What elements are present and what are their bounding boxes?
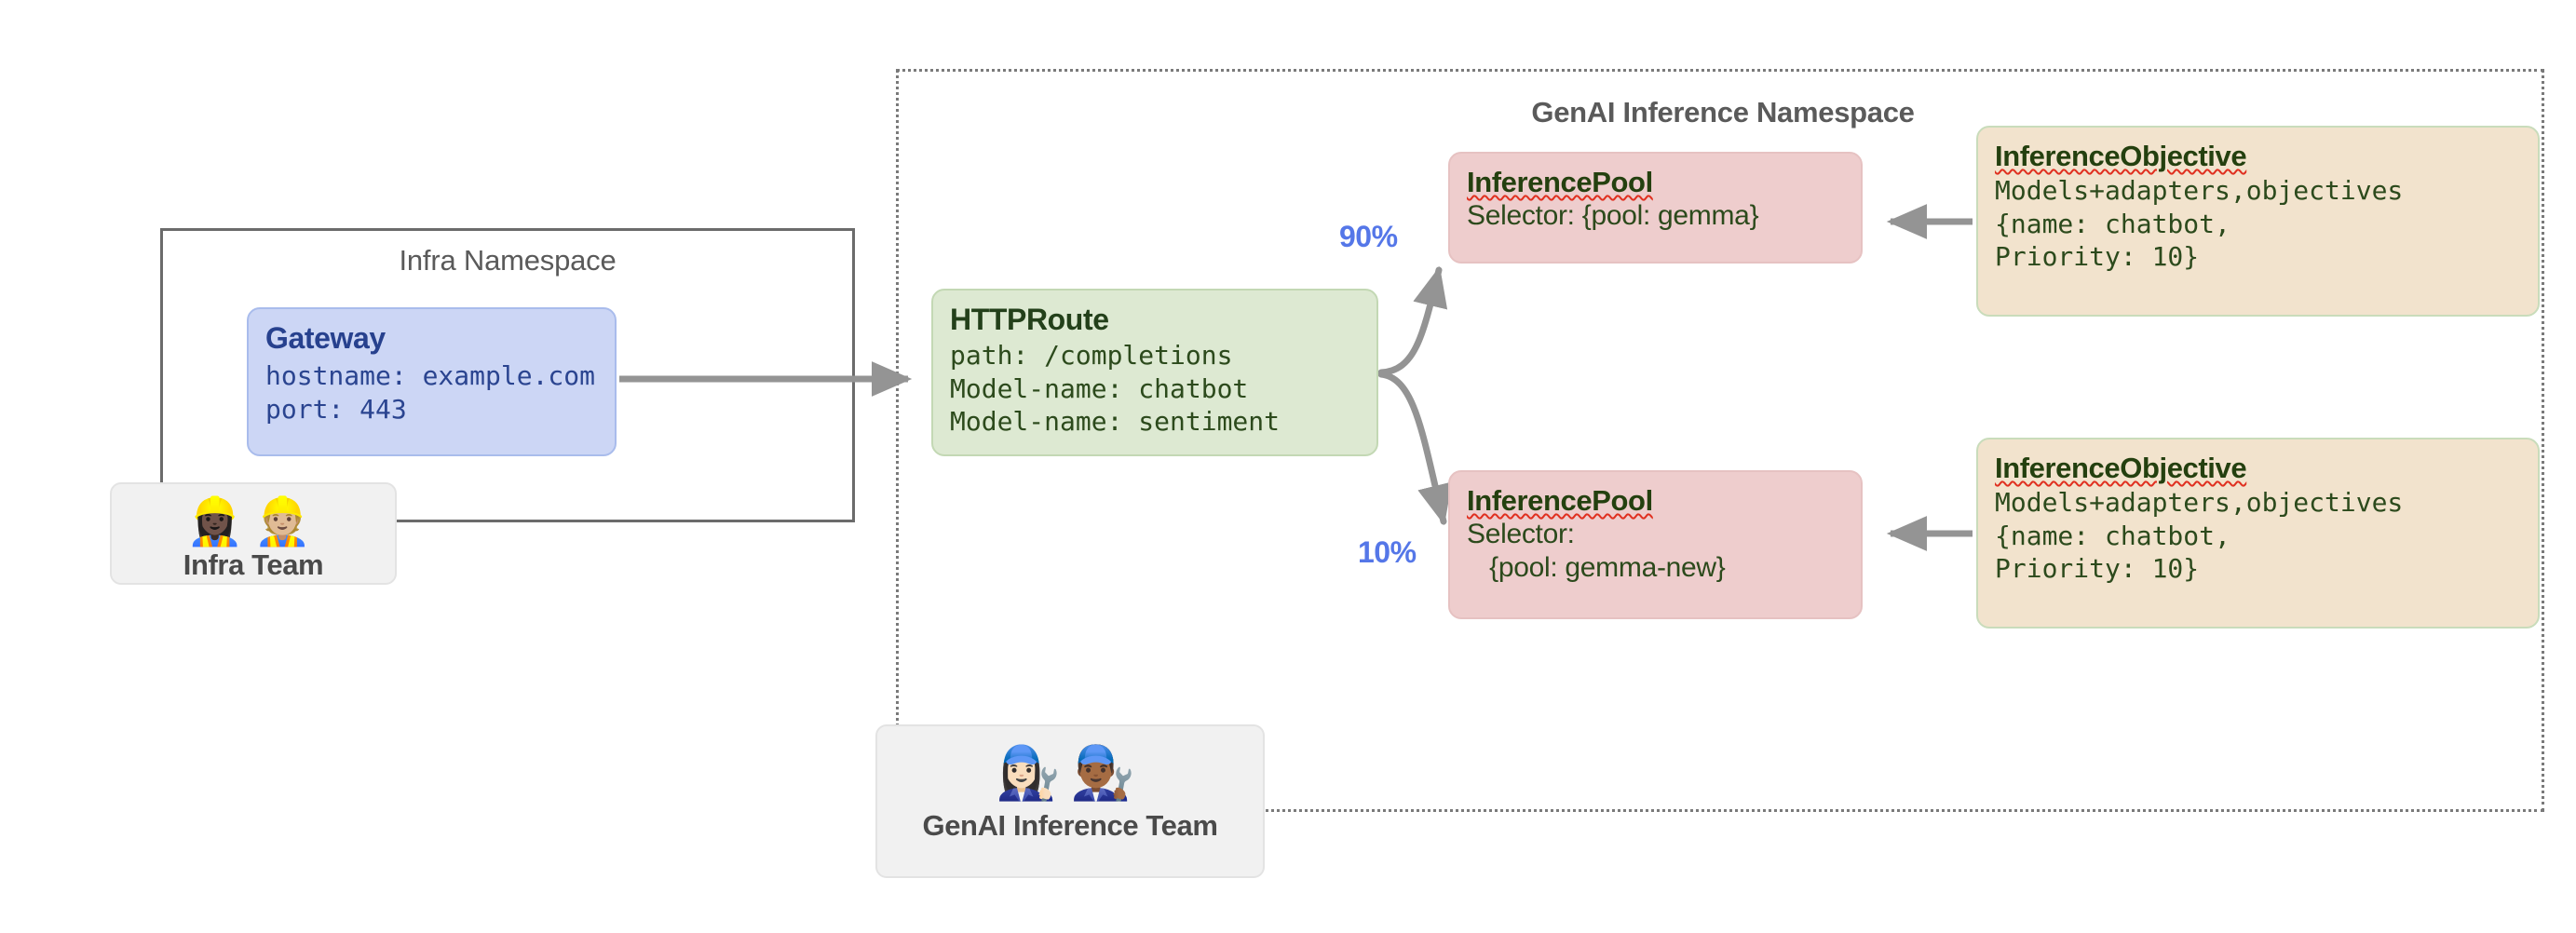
traffic-weight-label-canary: 10%: [1358, 535, 1417, 569]
inference-objective-node-2[interactable]: InferenceObjective Models+adapters,objec…: [1976, 438, 2540, 629]
inference-objective-title: InferenceObjective: [1995, 140, 2521, 173]
inference-objective-models-line: Models+adapters,objectives: [1995, 174, 2404, 206]
infra-namespace-title: Infra Namespace: [399, 244, 617, 277]
httproute-title: HTTPRoute: [950, 303, 1109, 336]
inference-pool-selector: Selector: {pool: gemma}: [1467, 199, 1759, 231]
infra-team-card[interactable]: 👷🏿‍♀️👷🏼 Infra Team: [110, 482, 397, 585]
gateway-hostname: hostname: example.com: [265, 359, 596, 391]
inference-pool-title-text: InferencePool: [1467, 484, 1653, 517]
inference-objective-name-line: {name: chatbot,: [1995, 208, 2230, 239]
inference-objective-priority-line: Priority: 10}: [1995, 553, 2200, 585]
genai-namespace-title: GenAI Inference Namespace: [1531, 96, 1915, 128]
inference-objective-title-text: InferenceObjective: [1995, 452, 2247, 484]
inference-objective-title: InferenceObjective: [1995, 452, 2521, 485]
httproute-node[interactable]: HTTPRoute path: /completions Model-name:…: [931, 289, 1378, 456]
inference-pool-node-gemma[interactable]: InferencePool Selector: {pool: gemma}: [1448, 152, 1863, 264]
inference-pool-selector-value: {pool: gemma-new}: [1467, 552, 1726, 584]
inference-pool-title: InferencePool: [1467, 166, 1844, 199]
inference-objective-name-line: {name: chatbot,: [1995, 520, 2230, 551]
infra-team-label: Infra Team: [183, 548, 324, 581]
httproute-model-name-sentiment: Model-name: sentiment: [950, 406, 1281, 438]
inference-pool-node-gemma-new[interactable]: InferencePool Selector: {pool: gemma-new…: [1448, 470, 1863, 619]
httproute-model-name-chatbot: Model-name: chatbot: [950, 372, 1249, 404]
construction-workers-icon: 👷🏿‍♀️👷🏼: [185, 494, 321, 548]
httproute-path: path: /completions: [950, 339, 1233, 371]
gateway-node[interactable]: Gateway hostname: example.com port: 443: [247, 307, 617, 456]
inference-objective-title-text: InferenceObjective: [1995, 140, 2247, 172]
inference-pool-title-text: InferencePool: [1467, 166, 1653, 198]
inference-pool-selector-label: Selector:: [1467, 518, 1575, 549]
inference-objective-models-line: Models+adapters,objectives: [1995, 486, 2404, 518]
inference-pool-title: InferencePool: [1467, 484, 1844, 518]
genai-inference-team-label: GenAI Inference Team: [922, 808, 1218, 842]
mechanic-workers-icon: 👩🏻‍🔧👨🏾‍🔧: [996, 743, 1145, 804]
gateway-title: Gateway: [265, 321, 386, 355]
genai-inference-team-card[interactable]: 👩🏻‍🔧👨🏾‍🔧 GenAI Inference Team: [875, 724, 1265, 878]
inference-objective-node-1[interactable]: InferenceObjective Models+adapters,objec…: [1976, 126, 2540, 317]
traffic-weight-label-primary: 90%: [1339, 220, 1398, 253]
inference-objective-priority-line: Priority: 10}: [1995, 241, 2200, 273]
gateway-port: port: 443: [265, 393, 407, 425]
genai-namespace-container: [896, 69, 2544, 812]
infra-namespace-container: [160, 228, 855, 522]
